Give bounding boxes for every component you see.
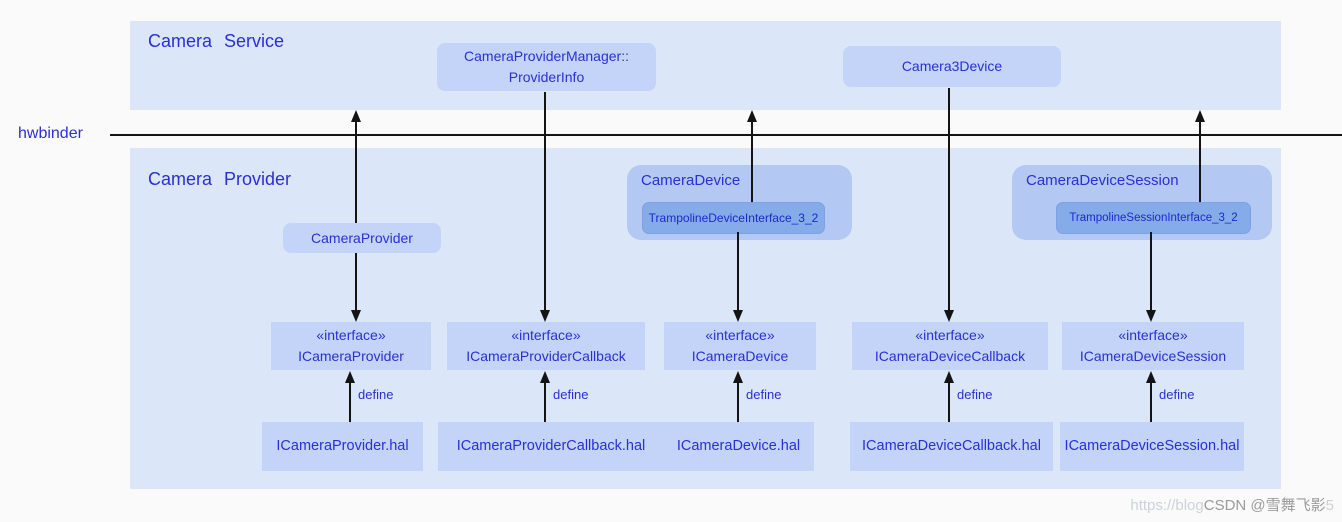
trampoline-session-interface-label: TrampolineSessionInterface_3_2 [1069,212,1238,224]
define-arrow-line [544,383,546,422]
camera-service-band [130,21,1281,110]
hal-icameradevicecallback: ICameraDeviceCallback.hal [850,422,1053,471]
camera-provider-title: Camera Provider [148,169,292,189]
hwbinder-line [110,134,1342,136]
arrow-up-head [351,110,361,122]
arrow-trampolinedevice-to-service-line [751,119,753,202]
interface-icameradevice: «interface» ICameraDevice [664,322,816,370]
interface-stereotype: «interface» [705,327,775,343]
interface-stereotype: «interface» [915,327,985,343]
define-label: define [553,387,589,402]
interface-icameradevicesession: «interface» ICameraDeviceSession [1062,322,1244,370]
define-arrow-line [948,383,950,422]
arrow-down-head [1146,310,1156,322]
trampoline-device-interface-box: TrampolineDeviceInterface_3_2 [642,202,825,234]
camera-service-title: Camera Service [148,31,285,51]
arrow-trampolinesession-to-service-line [1199,119,1201,202]
hal-icameradevicesession: ICameraDeviceSession.hal [1060,422,1244,471]
interface-stereotype: «interface» [1118,327,1188,343]
define-label: define [746,387,782,402]
watermark-trailing: 5 [1325,497,1334,514]
hal-label: ICameraDeviceSession.hal [1064,438,1240,454]
define-arrow-line [1150,383,1152,422]
watermark-handle: CSDN @雪舞飞影 [1203,497,1326,514]
hal-label: ICameraProviderCallback.hal [456,438,646,454]
define-label: define [957,387,993,402]
arrow-down-head [733,310,743,322]
interface-name: ICameraDeviceSession [1079,348,1227,364]
arrow-down-head [351,310,361,322]
camera-device-group-label: CameraDevice [641,172,741,189]
arrow-up-head [1195,110,1205,122]
define-arrow-head [1146,371,1156,383]
camera-provider-label: CameraProvider [311,229,413,246]
camera3device-box: Camera3Device [843,46,1061,87]
arrow-down-head [540,310,550,322]
arrow-trampolinedevice-to-icameradevice-line [737,232,739,311]
interface-icameradevicecallback: «interface» ICameraDeviceCallback [852,322,1048,370]
provider-info-line2: ProviderInfo [508,69,585,85]
hal-icameraprovider: ICameraProvider.hal [262,422,423,471]
hal-icameraprovidercallback: ICameraProviderCallback.hal [438,422,664,471]
interface-icameraprovider: «interface» ICameraProvider [271,322,431,370]
define-arrow-head [345,371,355,383]
trampoline-session-interface-box: TrampolineSessionInterface_3_2 [1056,202,1251,234]
hal-icameradevice: ICameraDevice.hal [663,422,814,471]
arrow-providerinfo-to-icameraprovidercallback-line [544,92,546,311]
interface-name: ICameraProviderCallback [466,348,626,364]
camera3device-label: Camera3Device [901,58,1003,74]
hal-label: ICameraProvider.hal [276,438,409,454]
watermark: https://blogCSDN @雪舞飞影5 [1130,494,1334,515]
interface-stereotype: «interface» [316,327,386,343]
arrow-up-head [747,110,757,122]
camera-provider-box: CameraProvider [283,223,441,253]
define-arrow-line [349,383,351,422]
interface-name: ICameraDeviceCallback [874,348,1026,364]
arrow-camera3device-to-icameradevicecallback-line [948,88,950,311]
provider-info-line1: CameraProviderManager:: [464,48,629,64]
provider-info-box: CameraProviderManager:: ProviderInfo [437,43,656,91]
hal-label: ICameraDevice.hal [676,438,801,454]
interface-icameraprovidercallback: «interface» ICameraProviderCallback [447,322,645,370]
camera-device-session-group-label: CameraDeviceSession [1026,172,1179,189]
define-arrow-head [944,371,954,383]
define-arrow-head [540,371,550,383]
arrow-down-head [944,310,954,322]
interface-name: ICameraProvider [298,348,404,364]
define-label: define [358,387,394,402]
arrow-cameraprovider-to-service-line [355,119,357,223]
interface-stereotype: «interface» [511,327,581,343]
hal-label: ICameraDeviceCallback.hal [862,438,1041,454]
interface-name: ICameraDevice [691,348,789,364]
hwbinder-label: hwbinder [18,125,83,142]
arrow-trampolinesession-to-icameradevicesession-line [1150,232,1152,311]
define-arrow-line [737,383,739,422]
trampoline-device-interface-label: TrampolineDeviceInterface_3_2 [648,211,819,225]
define-arrow-head [733,371,743,383]
watermark-url-fragment: https://blog [1130,497,1204,514]
define-label: define [1159,387,1195,402]
arrow-cameraprovider-to-icameraprovider-line [355,253,357,311]
